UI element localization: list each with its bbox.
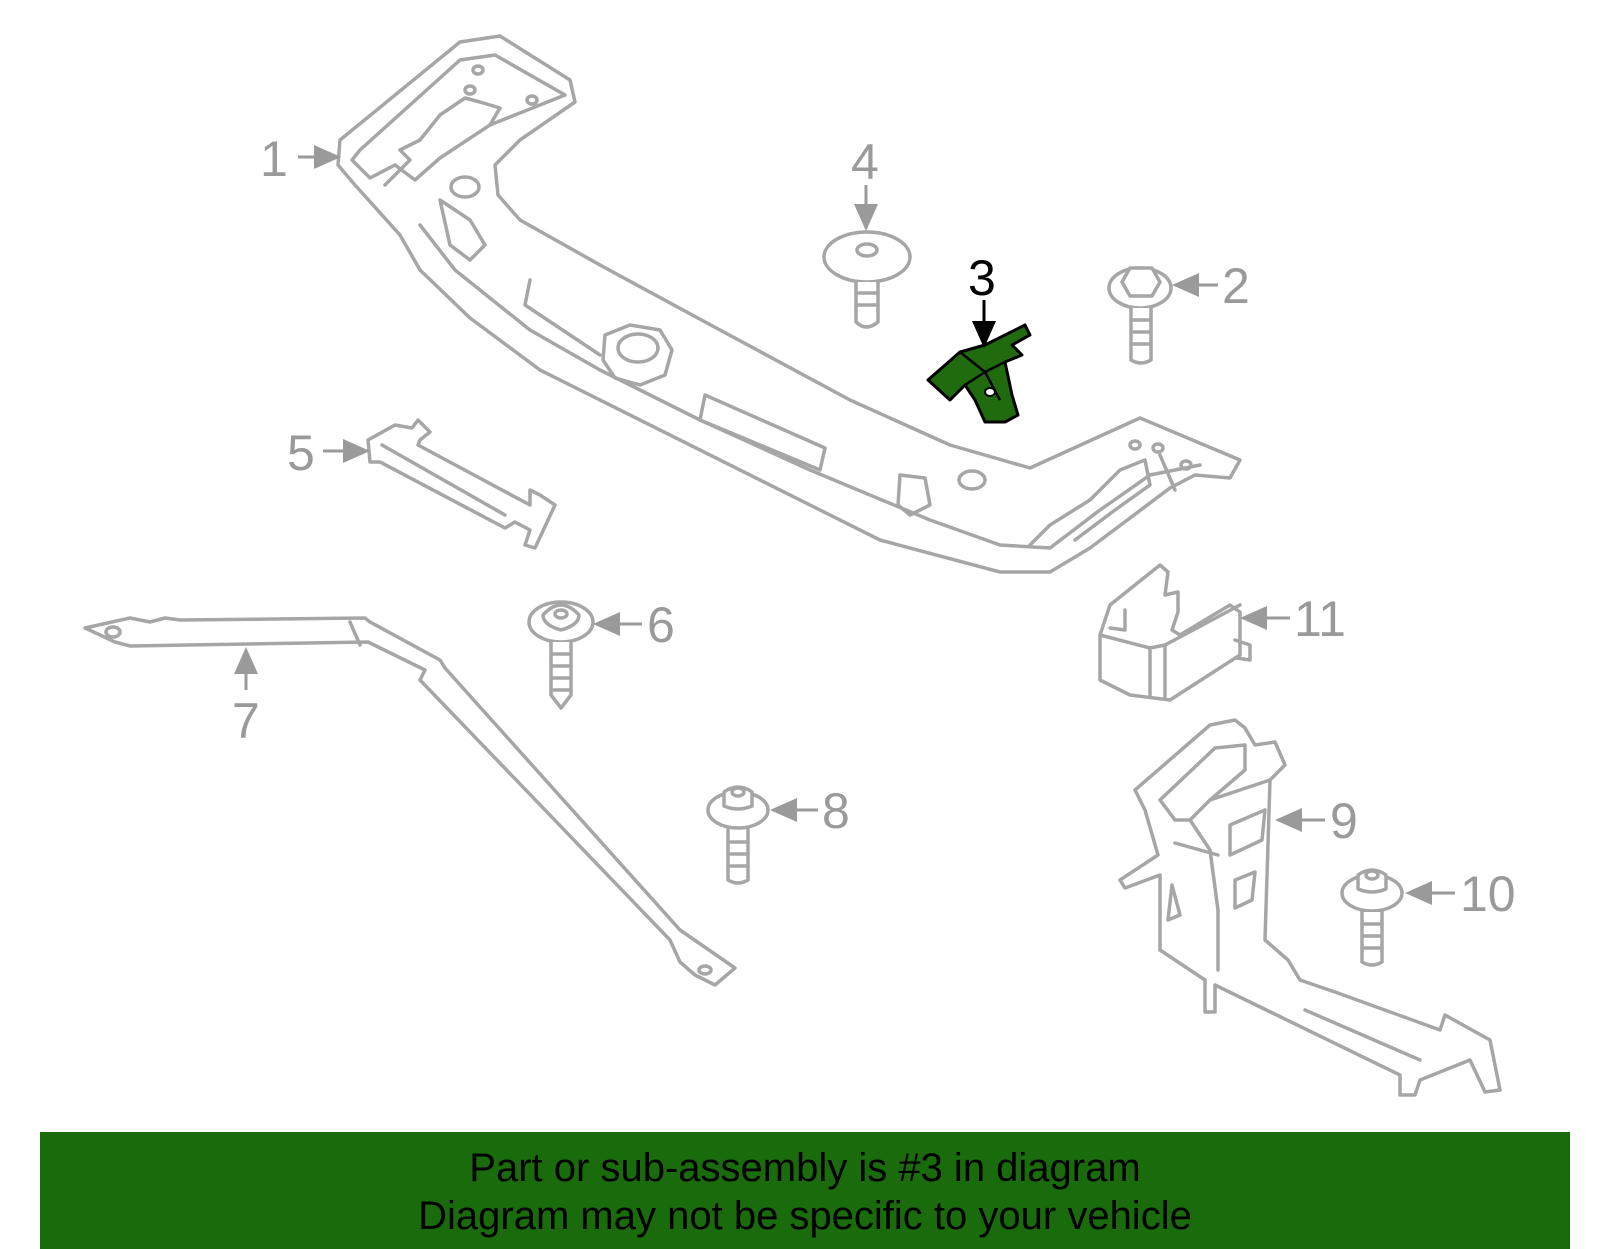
callout-7: 7 [232,693,260,749]
banner-line-2: Diagram may not be specific to your vehi… [418,1194,1192,1238]
part-5-bracket[interactable] [366,418,557,550]
part-2-hex-bolt[interactable] [1107,266,1173,365]
part-7-strut[interactable] [83,616,737,987]
part-8-flange-bolt[interactable] [706,785,770,885]
part-10-flange-bolt[interactable] [1340,868,1404,967]
part-3-bracket-highlighted[interactable] [926,323,1032,424]
part-1-cross-member[interactable] [336,34,1242,574]
banner-line-1: Part or sub-assembly is #3 in diagram [469,1146,1141,1190]
parts-diagram: 1 2 3 4 5 6 7 8 9 10 11 [83,34,1516,1097]
part-6-flange-bolt[interactable] [527,600,595,710]
callout-10: 10 [1460,866,1516,922]
callout-6: 6 [647,597,675,653]
callout-11: 11 [1294,591,1346,647]
part-11-mount-block[interactable] [1098,563,1252,702]
callout-8: 8 [822,783,850,839]
part-9-side-support[interactable] [1118,718,1502,1097]
info-banner: Part or sub-assembly is #3 in diagram Di… [40,1132,1570,1249]
part-4-push-rivet[interactable] [822,230,912,329]
callout-5: 5 [287,425,315,481]
callout-4: 4 [851,134,879,190]
callout-3: 3 [968,250,996,306]
callout-9: 9 [1330,793,1358,849]
callout-2: 2 [1222,258,1250,314]
callout-1: 1 [260,131,288,187]
